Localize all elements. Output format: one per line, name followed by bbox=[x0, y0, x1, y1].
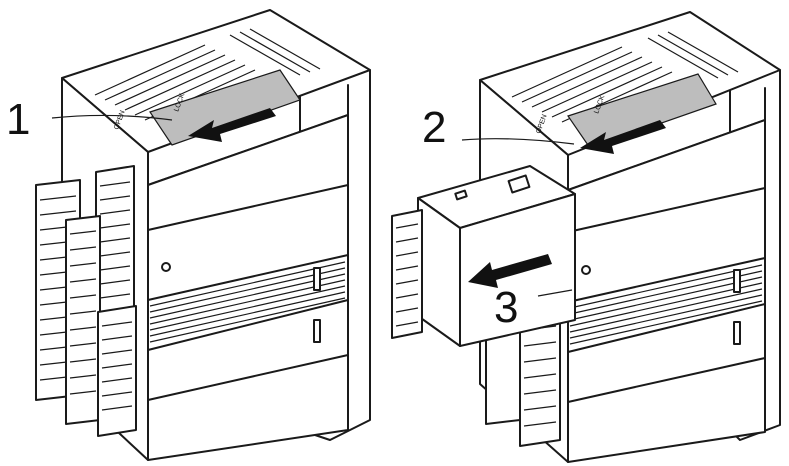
left-terminal-blocks bbox=[35, 165, 137, 437]
right-insert-arrow bbox=[580, 120, 666, 154]
left-front-indicator-top bbox=[313, 267, 321, 291]
right-front-screw bbox=[581, 265, 591, 275]
right-front-ribs bbox=[569, 264, 763, 345]
step-3-number: 3 bbox=[494, 283, 518, 332]
remove-arrow bbox=[468, 254, 552, 288]
left-front-screw bbox=[161, 262, 171, 272]
right-module: OPEN LOCK 2 3 bbox=[391, 11, 781, 463]
right-front-indicator-bottom bbox=[733, 321, 741, 345]
step1-leader bbox=[51, 114, 173, 121]
step-2-number: 2 bbox=[422, 103, 446, 152]
left-front-ribs bbox=[149, 261, 346, 343]
right-top-vents bbox=[511, 31, 739, 123]
right-terminal-blocks bbox=[485, 294, 561, 447]
left-insert-arrow bbox=[188, 108, 276, 142]
left-front-indicator-bottom bbox=[313, 319, 321, 343]
step-1-number: 1 bbox=[6, 95, 30, 144]
step2-leader bbox=[461, 138, 575, 145]
left-card-slot bbox=[149, 69, 301, 146]
left-module: OPEN LOCK 1 bbox=[6, 9, 371, 461]
left-top-vents bbox=[94, 28, 321, 121]
removed-cover-terminal bbox=[391, 209, 423, 339]
right-card-slot bbox=[567, 73, 717, 149]
right-front-indicator-top bbox=[733, 269, 741, 293]
